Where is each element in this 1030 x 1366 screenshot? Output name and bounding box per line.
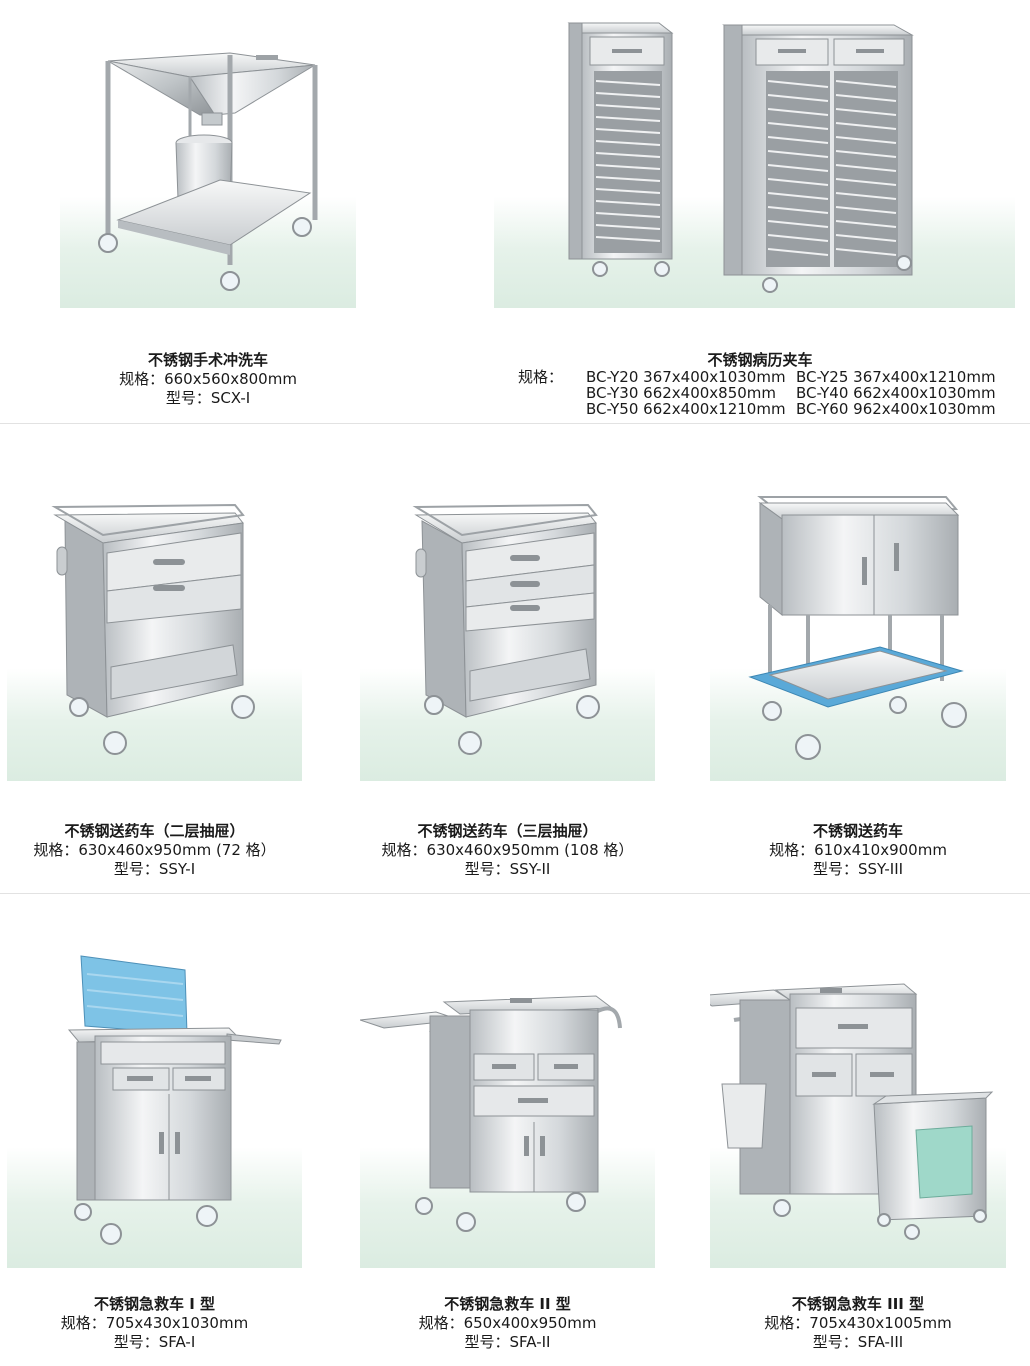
product-image-washing-cart xyxy=(60,15,356,308)
product-name: 不锈钢急救车 I 型 xyxy=(93,1295,216,1313)
product-image-emergency-cart-2 xyxy=(360,950,655,1268)
product-caption-emergency-cart-2: 不锈钢急救车 II 型 规格：650x400x950mm 型号：SFA-II xyxy=(360,1295,655,1352)
spec-cell: BC-Y20 367x400x1030mm xyxy=(586,368,786,386)
product-name: 不锈钢送药车 xyxy=(812,822,903,840)
spec-cell: BC-Y50 662x400x1210mm xyxy=(586,400,786,418)
product-model: 型号：SFA-I xyxy=(113,1333,196,1351)
emergency-cart-3-illustration xyxy=(710,983,994,1240)
product-image-emergency-cart-1 xyxy=(7,950,302,1268)
spec-cell: BC-Y40 662x400x1030mm xyxy=(796,384,996,402)
product-spec: 规格：705x430x1030mm xyxy=(60,1314,249,1332)
product-model: 型号：SSY-I xyxy=(113,860,196,878)
medicine-cart-2drawer-illustration xyxy=(51,503,255,755)
product-spec: 规格：650x400x950mm xyxy=(418,1314,597,1332)
product-model: 型号：SCX-I xyxy=(165,389,251,407)
product-spec: 规格：630x460x950mm (72 格） xyxy=(33,841,276,859)
product-image-emergency-cart-3 xyxy=(710,950,1006,1268)
record-cart-spec-table: 规格： BC-Y20 367x400x1030mm BC-Y25 367x400… xyxy=(518,369,996,417)
medicine-cart-3drawer-illustration xyxy=(412,503,600,755)
product-name: 不锈钢送药车（三层抽屉） xyxy=(417,822,598,840)
row-divider xyxy=(0,423,1030,424)
product-model: 型号：SFA-III xyxy=(812,1333,904,1351)
product-name: 不锈钢急救车 II 型 xyxy=(444,1295,571,1313)
product-name: 不锈钢手术冲洗车 xyxy=(147,351,268,369)
product-spec: 规格：630x460x950mm (108 格） xyxy=(381,841,634,859)
spec-cell: BC-Y25 367x400x1210mm xyxy=(796,368,996,386)
product-name: 不锈钢病历夹车 xyxy=(707,351,813,369)
emergency-cart-1-illustration xyxy=(67,955,282,1245)
product-spec: 规格：705x430x1005mm xyxy=(764,1314,952,1332)
spec-cell: BC-Y30 662x400x850mm xyxy=(586,384,777,402)
product-spec: 规格：610x410x900mm xyxy=(769,841,947,859)
product-model: 型号：SFA-II xyxy=(464,1333,551,1351)
product-name: 不锈钢急救车 III 型 xyxy=(791,1295,925,1313)
product-caption-emergency-cart-3: 不锈钢急救车 III 型 规格：705x430x1005mm 型号：SFA-II… xyxy=(710,1295,1006,1352)
product-model: 型号：SSY-III xyxy=(812,860,904,878)
product-caption-medicine-cabinet-cart: 不锈钢送药车 规格：610x410x900mm 型号：SSY-III xyxy=(710,822,1006,879)
washing-cart-illustration xyxy=(98,52,318,291)
product-image-medicine-cart-3drawer xyxy=(360,485,655,781)
product-image-medicine-cabinet-cart xyxy=(710,485,1006,781)
record-cart-illustration xyxy=(567,22,914,293)
product-name: 不锈钢送药车（二层抽屉） xyxy=(64,822,245,840)
product-image-medicine-cart-2drawer xyxy=(7,485,302,781)
product-image-record-cart xyxy=(494,15,1015,308)
product-caption-record-cart: 不锈钢病历夹车 xyxy=(494,351,1026,370)
product-spec: 规格：660x560x800mm xyxy=(119,370,297,388)
emergency-cart-2-illustration xyxy=(360,995,622,1232)
row-divider xyxy=(0,893,1030,894)
spec-cell: BC-Y60 962x400x1030mm xyxy=(796,400,996,418)
product-caption-medicine-cart-2drawer: 不锈钢送药车（二层抽屉） 规格：630x460x950mm (72 格） 型号：… xyxy=(7,822,302,879)
product-model: 型号：SSY-II xyxy=(464,860,551,878)
medicine-cabinet-cart-illustration xyxy=(748,496,967,760)
spec-label: 规格： xyxy=(518,368,564,386)
product-caption-medicine-cart-3drawer: 不锈钢送药车（三层抽屉） 规格：630x460x950mm (108 格） 型号… xyxy=(350,822,665,879)
product-caption-emergency-cart-1: 不锈钢急救车 I 型 规格：705x430x1030mm 型号：SFA-I xyxy=(7,1295,302,1352)
product-caption-washing-cart: 不锈钢手术冲洗车 规格：660x560x800mm 型号：SCX-I xyxy=(60,351,356,408)
